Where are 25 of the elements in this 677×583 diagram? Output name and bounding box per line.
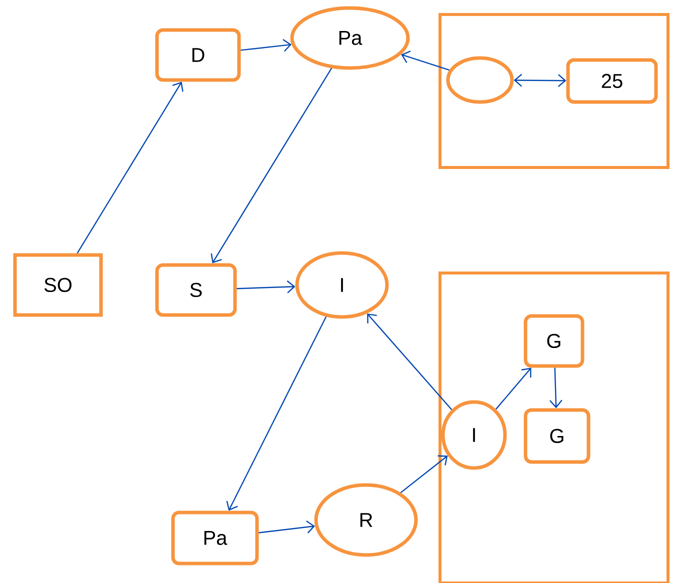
process-box: 25: [566, 58, 658, 104]
arrow: [496, 368, 532, 410]
ellipse-node: R: [314, 483, 418, 557]
ellipse-node: Pa: [290, 6, 410, 70]
arrow: [240, 38, 292, 52]
arrow: [210, 68, 332, 264]
ellipse-node: I: [295, 251, 389, 319]
arrow: [549, 368, 562, 408]
process-box: S: [155, 263, 237, 317]
arrow: [226, 316, 327, 511]
ellipse-node: I: [441, 400, 507, 470]
arrow: [258, 520, 315, 534]
group-frame: [438, 271, 670, 583]
process-box: D: [155, 28, 241, 82]
arrow: [236, 280, 296, 294]
process-box: G: [524, 408, 590, 464]
process-box: SO: [13, 253, 103, 317]
process-box: Pa: [171, 510, 259, 566]
arrow: [400, 455, 448, 494]
empty-ellipse: [446, 56, 514, 104]
arrow: [514, 74, 566, 88]
process-box: G: [524, 314, 584, 368]
group-frame: [438, 13, 670, 169]
arrow: [76, 82, 184, 254]
arrow: [367, 313, 452, 410]
